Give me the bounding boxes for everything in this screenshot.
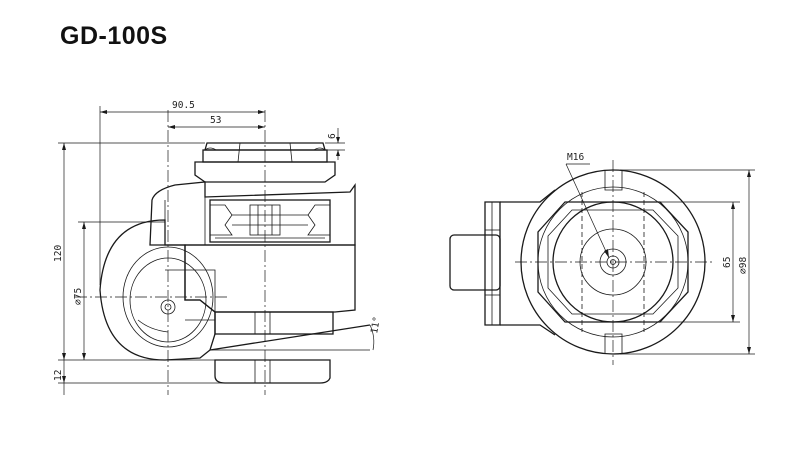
dim-center-offset: 53 — [210, 115, 221, 126]
dim-height: 120 — [53, 245, 64, 262]
dim-top-plate: 6 — [327, 133, 338, 139]
side-stem — [449, 189, 556, 336]
top-view: M16 65 ⌀98 — [449, 152, 755, 365]
threaded-core — [209, 199, 331, 243]
side-view: 90.5 53 6 120 ⌀75 12 11° — [53, 100, 383, 395]
dim-bottom: 12 — [53, 370, 64, 381]
floor-pad — [214, 359, 331, 384]
dim-angle: 11° — [369, 316, 383, 335]
dim-base-dia: ⌀98 — [738, 257, 749, 274]
drawing-title: GD-100S — [60, 22, 168, 50]
wheel — [99, 219, 216, 361]
dim-overall-length: 90.5 — [172, 100, 195, 111]
upper-collar — [194, 161, 336, 183]
bracket — [149, 181, 356, 246]
lower-foot — [214, 311, 334, 335]
dim-thread: M16 — [567, 152, 584, 163]
dim-wheel-dia: ⌀75 — [73, 288, 84, 305]
dim-hex-size: 65 — [722, 257, 733, 268]
housing — [184, 244, 356, 313]
